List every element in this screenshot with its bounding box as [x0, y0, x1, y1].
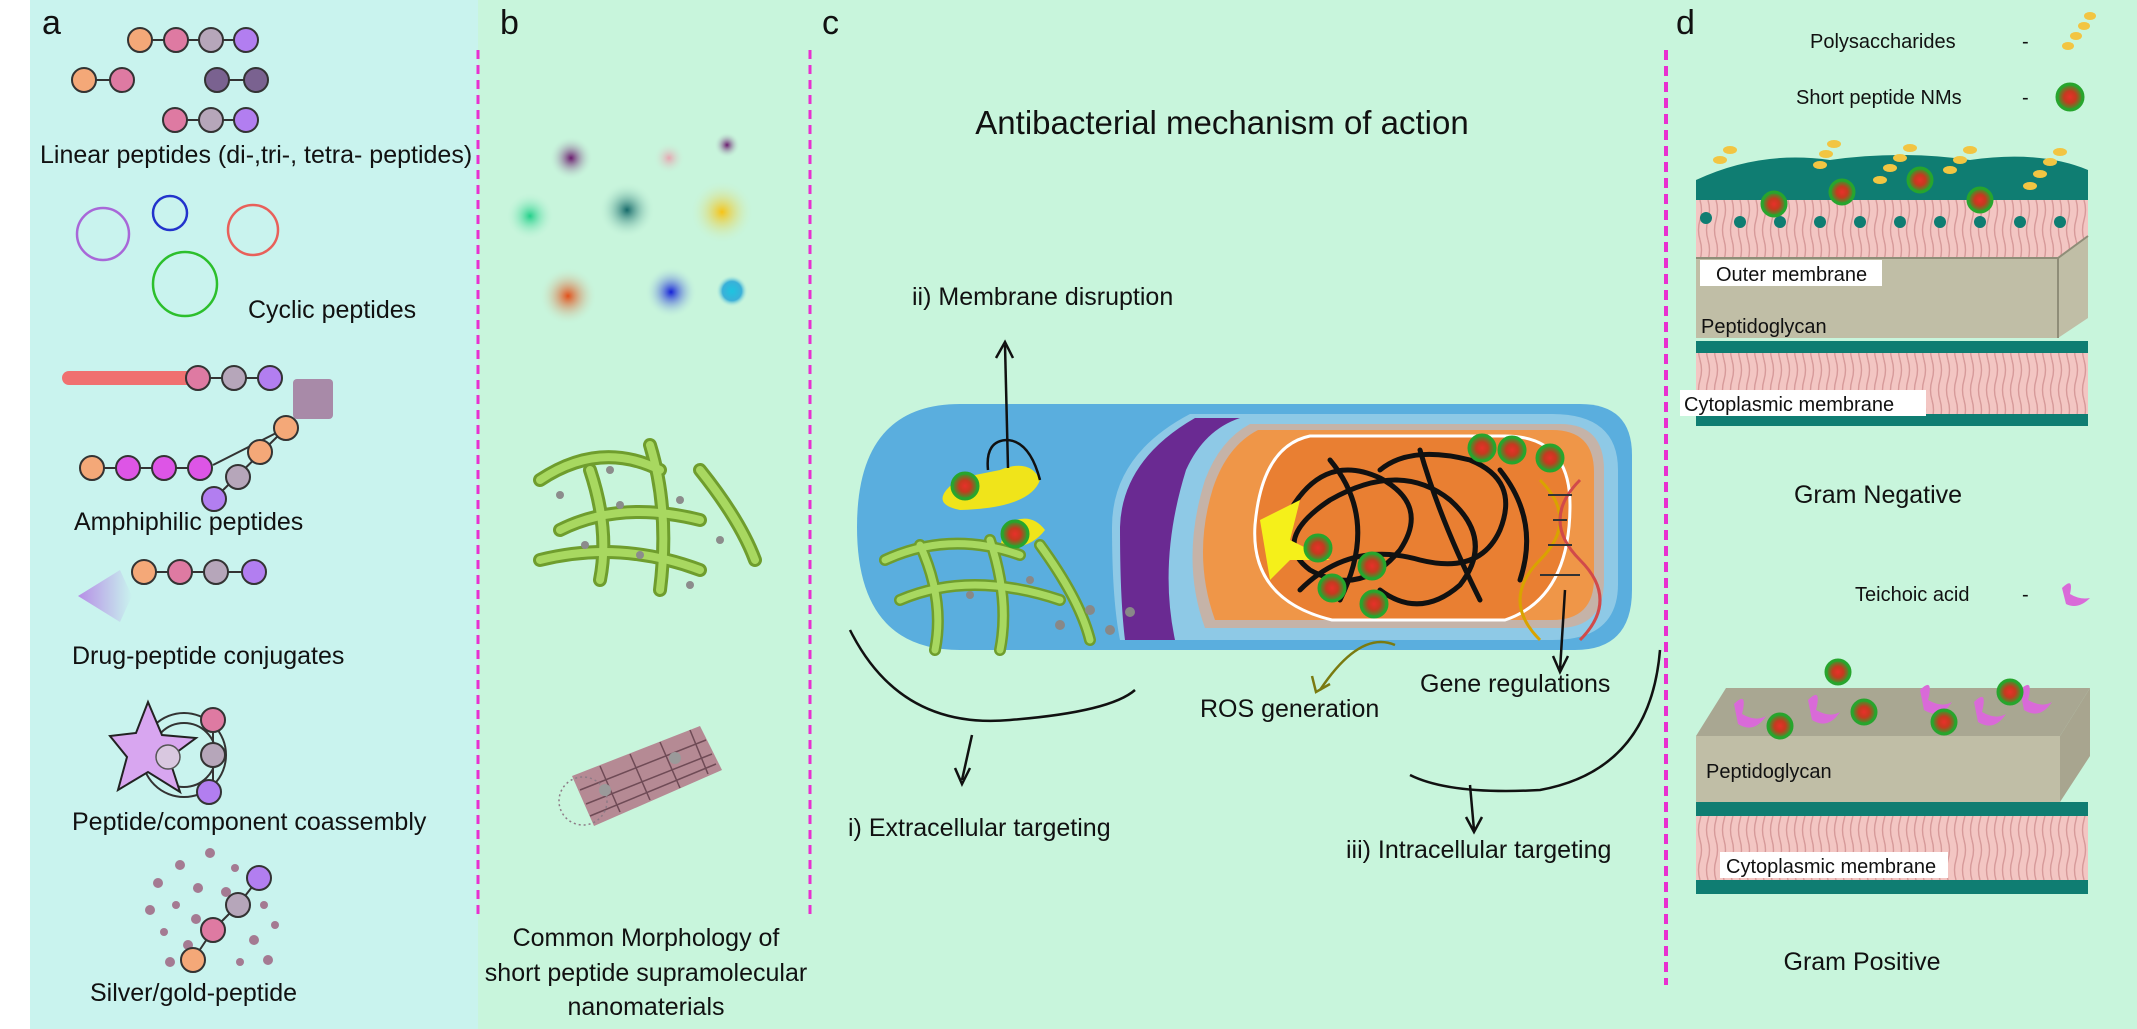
panel-b: b [485, 4, 807, 1021]
label-linear-peptides: Linear peptides (di-,tri-, tetra- peptid… [40, 141, 472, 169]
nanoparticles-cell [950, 433, 1565, 619]
title-gram-negative: Gram Negative [1794, 481, 1962, 509]
cyclic-peptides-icon [75, 194, 280, 318]
label-drug-peptide-conjugates: Drug-peptide conjugates [72, 642, 344, 670]
label-intracellular-targeting: iii) Intracellular targeting [1346, 836, 1611, 864]
legend-short-peptide: Short peptide NMs [1796, 87, 1962, 109]
label-amphiphilic-peptides: Amphiphilic peptides [74, 508, 303, 536]
teichoic-acid-chains [1734, 684, 2052, 728]
dna-helix [1518, 478, 1602, 642]
metal-peptide-icon [145, 848, 279, 973]
caption-line-1: Common Morphology of [513, 924, 780, 952]
panel-letter-a: a [42, 4, 61, 42]
gram-positive-envelope [1696, 658, 2090, 894]
linear-peptides-icon [71, 27, 269, 133]
nanofiber-attack [879, 534, 1135, 656]
legend-dash-2: - [2022, 87, 2029, 109]
dna-nucleoid [1282, 447, 1530, 607]
nanofiber-network [533, 438, 762, 597]
drug-peptide-conjugate-icon [78, 559, 267, 622]
gram-negative-envelope [1680, 140, 2089, 426]
nanotube-bundle [558, 726, 722, 826]
mechanism-title: Antibacterial mechanism of action [975, 104, 1468, 141]
label-ros-generation: ROS generation [1200, 695, 1379, 723]
short-peptide-icon [2055, 82, 2085, 112]
panel-letter-b: b [500, 4, 519, 42]
teichoic-acid-icon [2062, 583, 2090, 606]
panel-d: d Polysaccharides - Short peptide NMs - [1676, 4, 2096, 976]
nanoparticles-gram-positive [1766, 658, 2024, 740]
polysaccharide-icon [2062, 12, 2096, 50]
spherical-nanoparticles [506, 132, 754, 325]
mechanism-arrows [848, 339, 1662, 835]
label-membrane-disruption: ii) Membrane disruption [912, 283, 1173, 311]
label-outer-membrane: Outer membrane [1716, 264, 1867, 286]
panel-a: a Linear peptides (di-,tri-, tetra- pept… [40, 4, 472, 1007]
panel-letter-c: c [822, 4, 839, 42]
legend-polysaccharides: Polysaccharides [1810, 31, 1956, 53]
label-silver-gold-peptide: Silver/gold-peptide [90, 979, 297, 1007]
label-gene-regulations: Gene regulations [1420, 670, 1610, 698]
legend-dash-1: - [2022, 31, 2029, 53]
label-peptidoglycan-neg: Peptidoglycan [1701, 316, 1827, 338]
panel-a-background [30, 0, 478, 1029]
panel-c: c Antibacterial mechanism of action [822, 4, 1662, 864]
label-cytoplasmic-neg: Cytoplasmic membrane [1684, 394, 1894, 416]
legend-dash-3: - [2022, 584, 2029, 606]
label-cyclic-peptides: Cyclic peptides [248, 296, 416, 324]
legend-teichoic-acid: Teichoic acid [1855, 584, 1970, 606]
title-gram-positive: Gram Positive [1784, 948, 1941, 976]
nanoparticles-gram-negative [1760, 166, 1994, 218]
polysaccharide-chains-neg [1713, 140, 2067, 190]
coassembly-icon [108, 699, 227, 805]
label-cytoplasmic-pos: Cytoplasmic membrane [1726, 856, 1936, 878]
panel-letter-d: d [1676, 4, 1695, 42]
caption-line-3: nanomaterials [567, 993, 724, 1021]
label-peptide-coassembly: Peptide/component coassembly [72, 808, 427, 836]
label-extracellular-targeting: i) Extracellular targeting [848, 814, 1111, 842]
caption-line-2: short peptide supramolecular [485, 959, 807, 987]
amphiphilic-peptides-icon [62, 365, 333, 512]
label-peptidoglycan-pos: Peptidoglycan [1706, 761, 1832, 783]
